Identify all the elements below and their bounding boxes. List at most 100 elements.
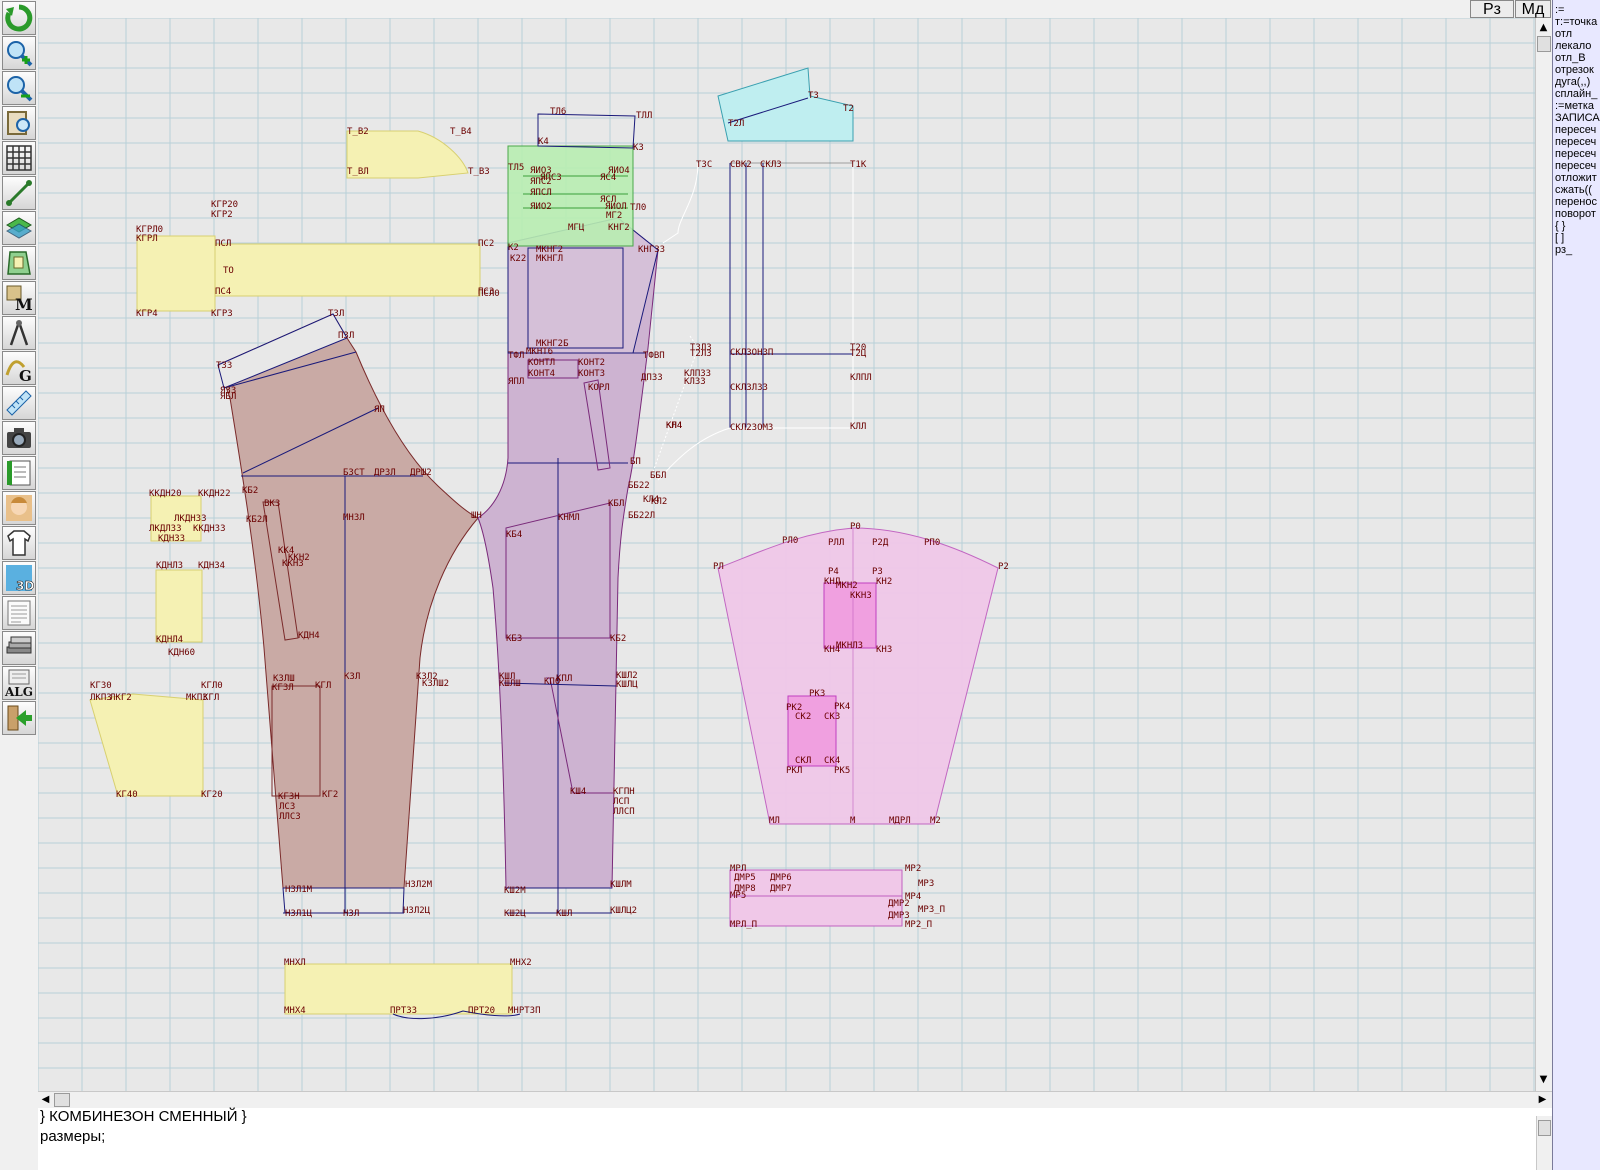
point-label: КЗЛ2	[416, 672, 438, 682]
waistband-piece[interactable]	[136, 235, 481, 312]
bottom-band-piece[interactable]	[284, 963, 521, 1020]
editor-line[interactable]: размеры;	[40, 1128, 106, 1145]
command-item[interactable]: отл	[1555, 28, 1573, 40]
point-label: КЗЛ	[344, 672, 360, 682]
layers-button[interactable]	[2, 211, 36, 245]
point-label: СКЛЗОН3П	[730, 348, 773, 358]
point-label: МГ2	[606, 211, 622, 221]
point-label: СК4	[824, 756, 840, 766]
refresh-icon	[5, 4, 33, 32]
point-label: КН2	[876, 577, 892, 587]
pages-stack-button[interactable]	[2, 631, 36, 665]
point-labels: Т3Л П3Л Т33 Я33 ЯБЛ ЯП БЗСТ ДРЗЛ ДРШ2 КБ…	[90, 91, 1009, 1016]
yoke-piece[interactable]	[649, 67, 854, 481]
zoom-window-button[interactable]	[2, 106, 36, 140]
point-label: МДРЛ	[889, 816, 911, 826]
grid-button[interactable]	[2, 141, 36, 175]
command-item[interactable]: пересеч	[1555, 124, 1597, 136]
command-item[interactable]: [ ]	[1555, 232, 1565, 244]
point-label: ЛЛСП	[613, 807, 635, 817]
point-label: КГРЛ	[136, 234, 158, 244]
drawing-canvas[interactable]: Т3Л П3Л Т33 Я33 ЯБЛ ЯП БЗСТ ДРЗЛ ДРШ2 КБ…	[38, 18, 1535, 1091]
command-item[interactable]: :=метка	[1555, 100, 1595, 112]
mannequin-face-button[interactable]	[2, 491, 36, 525]
exit-button[interactable]	[2, 701, 36, 735]
command-item[interactable]: перенос	[1555, 196, 1598, 208]
point-label: МНХЛ	[284, 958, 306, 968]
command-item[interactable]: отложит	[1555, 172, 1597, 184]
scroll-right-icon[interactable]: ▶	[1538, 1094, 1547, 1105]
editor-line[interactable]: } КОМБИНЕЗОН СМЕННЫЙ }	[40, 1108, 247, 1125]
3d-view-button[interactable]: 3D	[2, 561, 36, 595]
editor-scrollbar[interactable]	[1536, 1116, 1552, 1170]
measure-m-button[interactable]: M	[2, 281, 36, 315]
zoom-in-button[interactable]	[2, 36, 36, 70]
editor-scroll-thumb[interactable]	[1538, 1120, 1551, 1136]
command-item[interactable]: дуга(,,)	[1555, 76, 1591, 88]
point-label: КДНЛ3	[156, 561, 183, 571]
camera-button[interactable]	[2, 421, 36, 455]
command-item[interactable]: отл_В	[1555, 52, 1586, 64]
scroll-down-icon[interactable]: ▼	[1539, 1074, 1548, 1085]
point-label: Р0	[850, 522, 861, 532]
rz-button[interactable]: Рз	[1470, 0, 1514, 18]
point-label: КШЛ2	[616, 671, 638, 681]
point-label: ПС4	[215, 287, 231, 297]
garment-button[interactable]	[2, 526, 36, 560]
refresh-button[interactable]	[2, 1, 36, 35]
compass-button[interactable]	[2, 316, 36, 350]
scroll-left-icon[interactable]: ◀	[41, 1094, 50, 1105]
command-item[interactable]: ЗАПИСА	[1555, 112, 1600, 124]
zoom-out-button[interactable]	[2, 71, 36, 105]
point-label: ББ22Л	[628, 511, 655, 521]
point-label: КГЛ0	[201, 681, 223, 691]
scroll-up-icon[interactable]: ▲	[1539, 22, 1548, 33]
vertical-scrollbar[interactable]: ▲ ▼	[1535, 18, 1552, 1091]
command-item[interactable]: поворот	[1555, 208, 1596, 220]
command-item[interactable]: т:=точка	[1555, 16, 1598, 28]
horizontal-scrollbar[interactable]: ◀ ▶	[38, 1091, 1552, 1108]
document-button[interactable]	[2, 596, 36, 630]
point-label: ЯИОЗ	[530, 166, 552, 176]
knee-patch-pieces[interactable]	[89, 495, 204, 797]
command-item[interactable]: отрезок	[1555, 64, 1594, 76]
sleeve-piece[interactable]	[717, 527, 999, 825]
pattern-button[interactable]	[2, 246, 36, 280]
command-item[interactable]: { }	[1555, 220, 1566, 232]
belt-loop-piece[interactable]	[346, 130, 469, 179]
point-label: МР3	[918, 879, 934, 889]
script-editor[interactable]: } КОМБИНЕЗОН СМЕННЫЙ } размеры;	[38, 1108, 1552, 1170]
g-curve-button[interactable]: G	[2, 351, 36, 385]
horizontal-scroll-thumb[interactable]	[54, 1093, 70, 1107]
point-label: ЯБЛ	[220, 392, 236, 402]
point-label: СВК2	[730, 160, 752, 170]
line-tool-button[interactable]	[2, 176, 36, 210]
alg-button[interactable]: ALG	[2, 666, 36, 700]
md-button[interactable]: Мд	[1515, 0, 1551, 18]
pocket-bag-piece[interactable]	[507, 113, 636, 247]
command-item[interactable]: пересеч	[1555, 148, 1597, 160]
command-item[interactable]: пересеч	[1555, 160, 1597, 172]
point-label: МНХ2	[510, 958, 532, 968]
back-trouser-piece[interactable]	[217, 313, 479, 914]
point-label: БЗСТ	[343, 468, 365, 478]
vertical-scroll-thumb[interactable]	[1537, 36, 1551, 52]
zoom-window-icon	[7, 111, 30, 135]
point-label: МКПЗ	[186, 693, 208, 703]
notebook-icon	[7, 460, 31, 486]
command-item[interactable]: рз_	[1555, 244, 1573, 256]
command-item[interactable]: пересеч	[1555, 136, 1597, 148]
command-item[interactable]: лекало	[1555, 40, 1592, 52]
point-label: КГ40	[116, 790, 138, 800]
point-label: ЛСЗ	[279, 802, 295, 812]
command-item[interactable]: сжать((	[1555, 184, 1592, 196]
strap-pieces[interactable]	[729, 869, 903, 927]
command-item[interactable]: :=	[1555, 4, 1565, 16]
notebook-button[interactable]	[2, 456, 36, 490]
command-item[interactable]: сплайн_	[1555, 88, 1598, 100]
point-label: Р2Д	[872, 538, 889, 548]
point-label: КЛПЛ	[850, 373, 872, 383]
ruler-button[interactable]	[2, 386, 36, 420]
front-trouser-piece[interactable]	[477, 217, 659, 914]
point-label: КОНТ4	[528, 369, 555, 379]
